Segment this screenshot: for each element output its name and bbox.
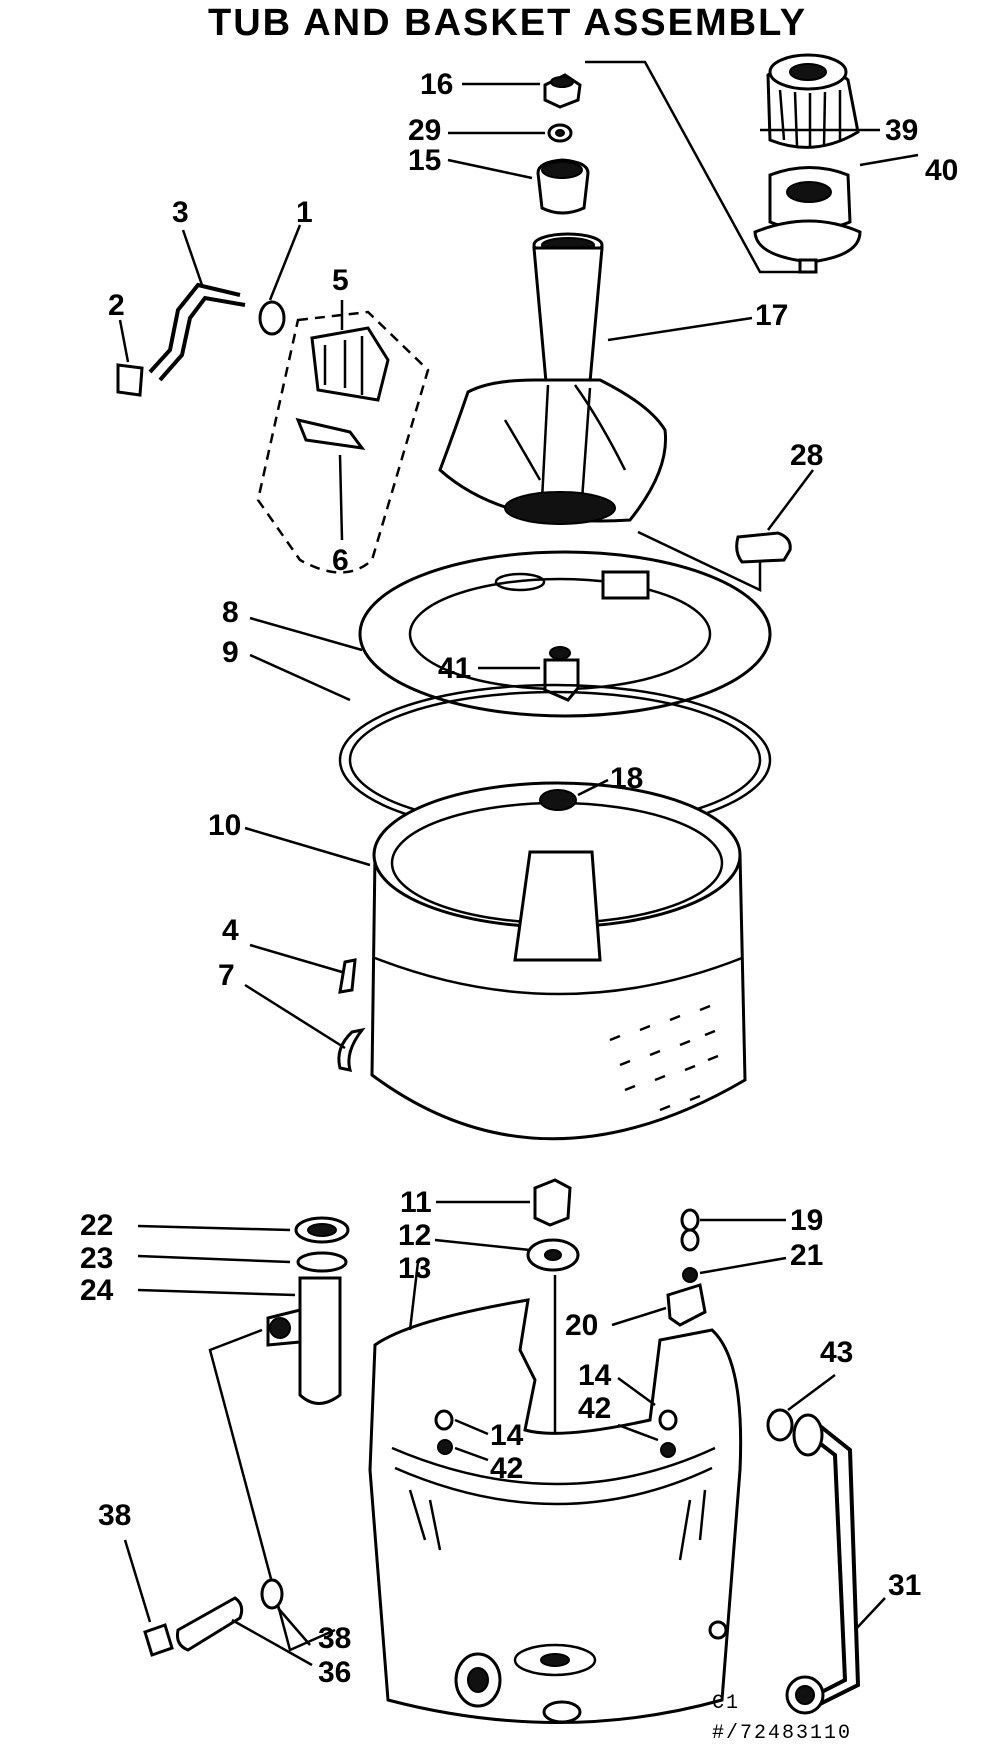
- callout-6: 6: [332, 544, 349, 577]
- callout-11: 11: [400, 1186, 432, 1219]
- callout-42-right: 42: [578, 1392, 611, 1425]
- callout-7: 7: [218, 959, 235, 992]
- part-42-washer-left: [437, 1439, 453, 1455]
- part-8-balance-ring: [358, 550, 772, 718]
- callout-labels: 16 29 15 39 40 17 28 3 2 1 5 6 8 9 41 18…: [80, 68, 958, 1689]
- part-28-clip: [735, 531, 792, 564]
- diagram-title: TUB AND BASKET ASSEMBLY: [208, 2, 807, 44]
- callout-5: 5: [332, 264, 349, 297]
- part-29-washer: [547, 123, 573, 143]
- callout-13: 13: [398, 1252, 431, 1285]
- leader-lines: [118, 82, 919, 1667]
- part-23-seal: [296, 1251, 348, 1273]
- callout-10: 10: [208, 809, 241, 842]
- part-38-clamp-left: [143, 1623, 174, 1657]
- part-12-seal: [526, 1238, 580, 1272]
- part-38-clamp-right: [260, 1578, 284, 1610]
- part-31-hose: [785, 1413, 861, 1715]
- part-43-clamp: [766, 1408, 794, 1442]
- link-24-to-36: [208, 1328, 336, 1652]
- part-21-bolt: [682, 1267, 698, 1283]
- part-13-outer-tub: [368, 1298, 743, 1724]
- callout-21: 21: [790, 1239, 823, 1272]
- callout-38-right: 38: [318, 1622, 351, 1655]
- callout-22: 22: [80, 1209, 113, 1242]
- callout-38-left: 38: [98, 1499, 131, 1532]
- callout-24: 24: [80, 1274, 114, 1307]
- callout-2: 2: [108, 289, 125, 322]
- callout-28: 28: [790, 439, 823, 472]
- link-28: [637, 530, 762, 592]
- part-18-nut: [539, 789, 577, 811]
- part-24-standpipe: [266, 1276, 342, 1405]
- callout-16: 16: [420, 68, 453, 101]
- callout-15: 15: [408, 144, 441, 177]
- part-10-basket: [370, 781, 747, 1141]
- callout-31: 31: [888, 1569, 921, 1602]
- part-40-agitator-cap: [753, 166, 862, 274]
- part-19-washer: [680, 1208, 700, 1252]
- part-7-clip: [337, 1027, 366, 1072]
- part-20-fitting: [666, 1283, 707, 1327]
- callout-36: 36: [318, 1656, 351, 1689]
- part-36-hose: [176, 1596, 244, 1652]
- callout-19: 19: [790, 1204, 823, 1237]
- callout-41: 41: [438, 652, 471, 685]
- part-17-agitator: [438, 232, 668, 525]
- callout-12: 12: [398, 1219, 431, 1252]
- callout-9: 9: [222, 636, 239, 669]
- callout-17: 17: [755, 299, 788, 332]
- part-15-cam: [536, 158, 590, 215]
- callout-40: 40: [925, 154, 958, 187]
- diagram-code: C1: [712, 1692, 740, 1715]
- part-3-hose: [148, 282, 246, 382]
- part-2-clamp: [116, 363, 144, 397]
- part-11-nut: [533, 1178, 572, 1227]
- callout-42-left: 42: [490, 1452, 523, 1485]
- callout-18: 18: [610, 762, 643, 795]
- callout-14-right: 14: [578, 1359, 612, 1392]
- callout-29: 29: [408, 114, 441, 147]
- link-16-to-40: [585, 60, 808, 274]
- part-42-washer-right: [660, 1442, 676, 1458]
- callout-3: 3: [172, 196, 189, 229]
- part-6-pad: [295, 417, 366, 450]
- callout-4: 4: [222, 914, 239, 947]
- callout-23: 23: [80, 1242, 113, 1275]
- part-22-cap: [294, 1216, 350, 1244]
- callout-39: 39: [885, 114, 918, 147]
- part-5-switch: [310, 326, 390, 402]
- part-39-dispenser-cup: [766, 53, 860, 149]
- part-1-clamp: [258, 300, 286, 336]
- callout-20: 20: [565, 1309, 598, 1342]
- callout-14-left: 14: [490, 1419, 524, 1452]
- part-14-bolt-right: [658, 1409, 678, 1431]
- part-16-cap: [543, 73, 582, 109]
- part-14-bolt-left: [434, 1409, 454, 1431]
- callout-1: 1: [296, 196, 313, 229]
- part-4-clip: [338, 958, 357, 994]
- callout-43: 43: [820, 1336, 853, 1369]
- group-5-6-outline: [256, 310, 430, 574]
- catalog-number: #/72483110: [712, 1722, 852, 1745]
- callout-8: 8: [222, 596, 239, 629]
